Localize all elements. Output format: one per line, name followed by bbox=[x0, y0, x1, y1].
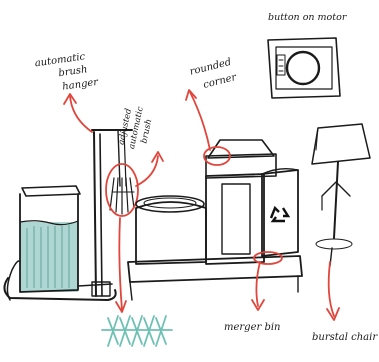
arrow-burstal-chair bbox=[329, 262, 334, 316]
label-merger-bin: merger bin bbox=[224, 322, 281, 333]
hanging-brush bbox=[110, 178, 134, 214]
recycle-bin bbox=[262, 169, 298, 256]
arrow-to-bristles bbox=[119, 218, 122, 310]
svg-text:corner: corner bbox=[202, 72, 238, 91]
svg-text:hanger: hanger bbox=[62, 77, 100, 93]
svg-text:brush: brush bbox=[58, 64, 88, 79]
label-adjusted-brush: adjusted automatic brush bbox=[116, 103, 156, 152]
tall-cabinet bbox=[206, 140, 276, 264]
arrow-merger-bin bbox=[256, 262, 260, 306]
label-brush-hanger: automatic brush hanger bbox=[34, 50, 100, 96]
hatched-box-front bbox=[136, 196, 206, 264]
arrow-adjusted-brush bbox=[136, 156, 158, 186]
brush-hanger-pole bbox=[92, 130, 132, 296]
motor-button-sketch bbox=[268, 38, 340, 98]
label-burstal-chair: burstal chair bbox=[312, 332, 378, 343]
water-tank bbox=[7, 186, 80, 300]
label-rounded-corner: rounded corner bbox=[189, 56, 239, 93]
recycle-icon bbox=[271, 208, 288, 221]
arrow-brush-hanger bbox=[70, 96, 92, 132]
arrow-rounded-corner bbox=[190, 92, 210, 150]
label-button-on-motor: button on motor bbox=[268, 12, 348, 23]
motor-button-icon bbox=[287, 52, 319, 84]
stool-sketch bbox=[312, 124, 370, 266]
brush-bristles bbox=[102, 316, 172, 346]
